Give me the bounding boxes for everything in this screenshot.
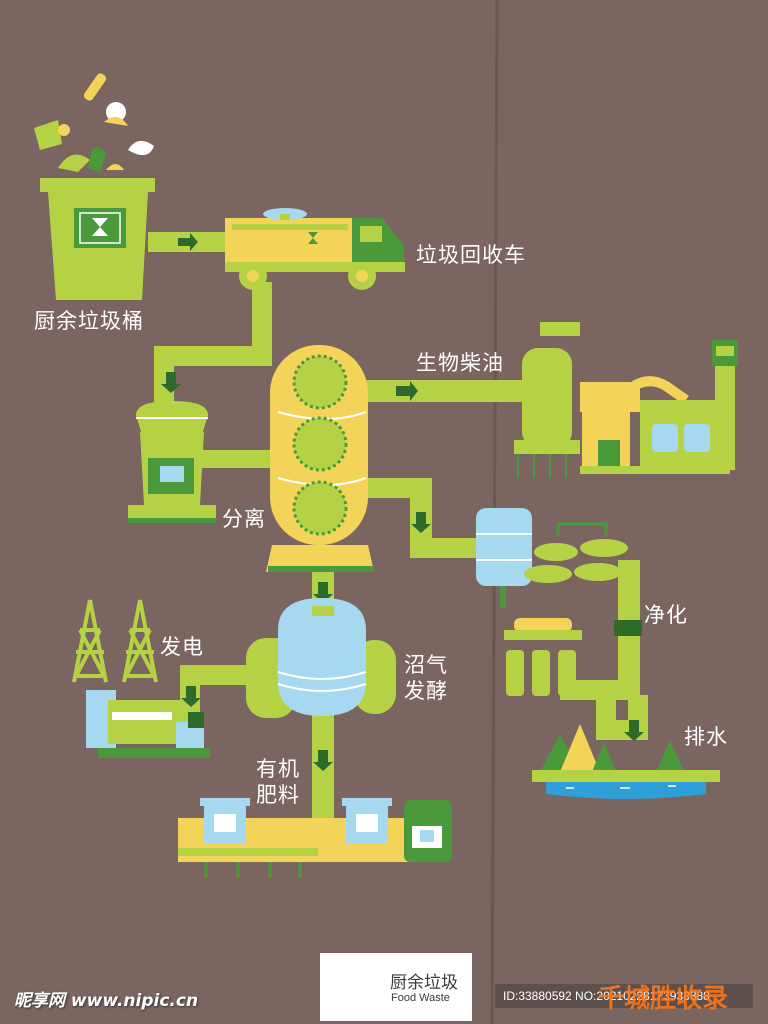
drainage-lake <box>532 724 720 799</box>
arrow-right-icon <box>178 233 198 251</box>
food-scraps-icon <box>34 73 154 172</box>
hourglass-icon <box>92 218 108 236</box>
biodiesel-plant <box>514 322 738 478</box>
label-truck: 垃圾回收车 <box>416 243 526 267</box>
footer-card <box>320 953 472 1021</box>
hourglass-icon <box>308 232 318 244</box>
label-fertilizer: 有机 肥料 <box>256 756 300 808</box>
watermark-site: 昵享网 www.nipic.cn <box>14 991 199 1011</box>
flow-arrows <box>161 233 644 771</box>
arrow-down-icon <box>161 372 181 393</box>
label-biodiesel: 生物柴油 <box>416 351 504 375</box>
garbage-truck <box>225 208 405 290</box>
arrow-down-icon <box>313 750 333 771</box>
water-purifier <box>476 508 642 696</box>
kitchen-waste-bin <box>40 178 155 300</box>
fertilizer-line <box>178 798 452 878</box>
label-power: 发电 <box>160 635 204 659</box>
separator-tower <box>266 345 374 572</box>
label-drainage: 排水 <box>684 725 728 749</box>
label-biogas: 沼气 发酵 <box>404 652 448 704</box>
arrow-down-icon <box>313 582 333 603</box>
label-fertilizer-line2: 肥料 <box>256 783 300 807</box>
arrow-right-icon <box>396 381 418 401</box>
watermark-brand: 千城胜收录 <box>598 984 729 1014</box>
biogas-digester <box>246 598 396 718</box>
power-towers <box>72 599 158 683</box>
pipes <box>148 232 735 820</box>
watermark-id: ID:33880592 NO:20210228173938888 <box>495 984 753 1008</box>
footer-title-en: Food Waste <box>391 992 450 1004</box>
label-kitchen-bin: 厨余垃圾桶 <box>34 309 144 333</box>
label-separation: 分离 <box>222 507 266 531</box>
label-purify: 净化 <box>644 603 688 627</box>
receiving-tank <box>128 401 216 523</box>
arrow-down-icon <box>181 686 201 707</box>
arrow-down-icon <box>624 720 644 741</box>
footer-title-cn: 厨余垃圾 <box>390 973 458 993</box>
label-biogas-line2: 发酵 <box>404 679 448 703</box>
arrow-down-icon <box>411 512 431 533</box>
label-fertilizer-line1: 有机 <box>256 757 300 781</box>
generator <box>86 690 210 758</box>
label-biogas-line1: 沼气 <box>404 653 448 677</box>
